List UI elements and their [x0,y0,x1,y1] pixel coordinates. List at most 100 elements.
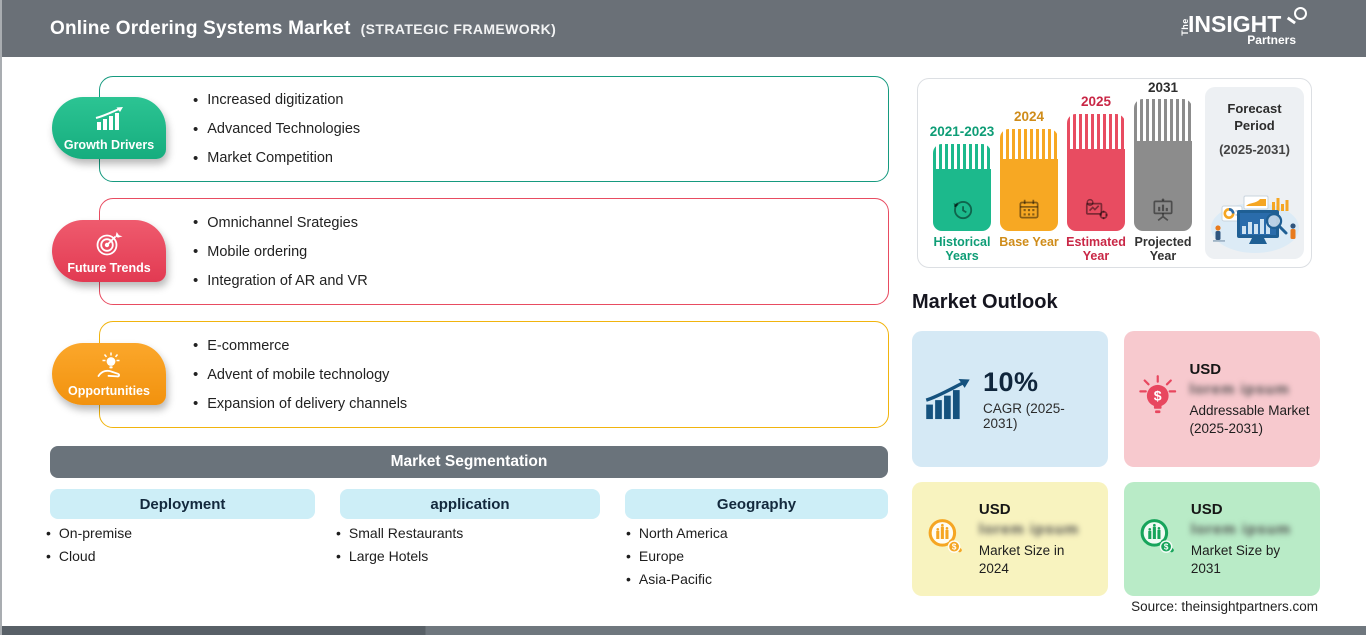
list-item: Increased digitization [193,92,888,109]
growth-drivers-box: Increased digitization Advanced Technolo… [99,76,889,182]
bottom-divider-bar [2,626,1366,635]
card-label: Market Size in 2024 [978,542,1065,576]
cagr-text: 10% CAGR (2025-2031) [983,367,1098,431]
bar-body [933,169,991,231]
list-item: Cloud [46,548,132,564]
list-item: On-premise [46,525,132,541]
pill-label: Growth Drivers [63,138,155,152]
bar-stripes [933,144,991,169]
segment-column-application: application [340,489,600,519]
magnifier-chart-icon: $ [1140,519,1174,553]
forecast-period-label: Forecast Period [1227,101,1282,133]
list-item: Market Competition [193,150,888,167]
source-attribution: Source: theinsightpartners.com [1131,599,1318,614]
application-list: Small Restaurants Large Hotels [336,525,463,564]
blurred-value: lorem ipsum [1189,380,1290,398]
market-size-2031-card: $ USD lorem ipsum Market Size by 2031 [1124,482,1320,596]
future-trends-pill: Future Trends [52,220,166,282]
bar-body [1067,149,1125,231]
target-dart-icon [52,229,166,258]
segment-column-deployment: Deployment [50,489,315,519]
logo-partners-text: Partners [1247,33,1296,47]
blurred-value: lorem ipsum [978,520,1080,538]
year-label: 2025 [1080,94,1112,109]
list-item: Expansion of delivery channels [193,395,888,412]
market-size-2024-text: USD lorem ipsum Market Size in 2024 [979,501,1098,578]
clock-history-icon [953,201,973,220]
bar-role-label: Historical Years [933,235,991,264]
list-item: Mobile ordering [193,243,888,260]
deployment-list: On-premise Cloud [46,525,132,564]
growth-drivers-pill: Growth Drivers [52,97,166,159]
card-label: Market Size by 2031 [1190,542,1281,576]
bar-role-label: Projected Year [1134,235,1192,264]
header-bar: Online Ordering Systems Market (STRATEGI… [2,0,1366,57]
year-label: 2031 [1147,80,1179,95]
projected-year-bar [1134,99,1192,231]
list-item: Integration of AR and VR [193,272,888,289]
future-trends-box: Omnichannel Srategies Mobile ordering In… [99,198,889,305]
estimated-analysis-icon [1085,198,1108,220]
estimated-year-bar [1067,114,1125,231]
bar-role-label: Estimated Year [1066,235,1126,264]
list-item: North America [626,525,728,541]
currency-label: USD [1189,360,1222,378]
bar-stripes [1000,129,1058,159]
growth-bars-icon [925,378,970,420]
list-item: Large Hotels [336,548,463,564]
page-title: Online Ordering Systems Market [50,17,351,39]
list-item: Advent of mobile technology [193,366,888,383]
list-item: Small Restaurants [336,525,463,541]
calendar-icon [1019,199,1039,219]
projection-screen-icon [1153,198,1173,222]
logo-insight-text: INSIGHT [1188,11,1282,37]
list-item: Advanced Technologies [193,121,888,138]
svg-text:$: $ [952,543,957,552]
pill-label: Future Trends [67,261,151,275]
forecast-range-label: (2025-2031) [1219,141,1290,157]
cagr-value: 10% [983,367,1039,397]
addressable-market-text: USD lorem ipsum Addressable Market (2025… [1189,361,1310,438]
page-subtitle: (STRATEGIC FRAMEWORK) [360,20,557,37]
cagr-card: 10% CAGR (2025-2031) [912,331,1108,467]
bulb-dollar-icon: $ [1139,375,1177,414]
forecast-period-panel: Forecast Period (2025-2031) [1205,87,1304,259]
svg-text:$: $ [1154,388,1162,404]
segment-column-geography: Geography [625,489,888,519]
list-item: E-commerce [193,337,888,354]
opportunities-box: E-commerce Advent of mobile technology E… [99,321,889,428]
bar-stripes [1134,99,1192,141]
base-year-bar [1000,129,1058,231]
opportunities-pill: Opportunities [52,343,166,405]
historical-years-bar [933,144,991,231]
list-item: Europe [626,548,728,564]
geography-list: North America Europe Asia-Pacific [626,525,728,587]
magnifier-chart-icon: $ [928,519,962,553]
currency-label: USD [978,500,1011,518]
svg-text:$: $ [1164,543,1169,552]
market-size-2031-text: USD lorem ipsum Market Size by 2031 [1191,501,1310,578]
research-timeline-panel: 2021-2023 2024 2025 2031 [917,78,1312,268]
growth-chart-icon [52,106,166,133]
bar-body [1134,141,1192,231]
market-outlook-title: Market Outlook [912,291,1058,313]
currency-label: USD [1190,500,1223,518]
list-item: Asia-Pacific [626,571,728,587]
blurred-value: lorem ipsum [1190,520,1292,538]
list-item: Omnichannel Srategies [193,214,888,231]
addressable-market-card: $ USD lorem ipsum Addressable Market (20… [1124,331,1320,467]
bar-role-label: Base Year [999,235,1059,249]
year-label: 2021-2023 [929,124,995,139]
bar-body [1000,159,1058,231]
market-segmentation-header: Market Segmentation [50,446,888,478]
insight-partners-logo: The INSIGHT Partners [1180,7,1310,49]
hand-bulb-icon [52,352,166,381]
market-size-2024-card: $ USD lorem ipsum Market Size in 2024 [912,482,1108,596]
pill-label: Opportunities [68,384,150,398]
year-label: 2024 [1013,109,1045,124]
card-label: Addressable Market (2025-2031) [1189,402,1310,436]
magnifier-ring-icon [1294,7,1307,20]
cagr-label: CAGR (2025-2031) [983,401,1065,431]
bar-stripes [1067,114,1125,149]
